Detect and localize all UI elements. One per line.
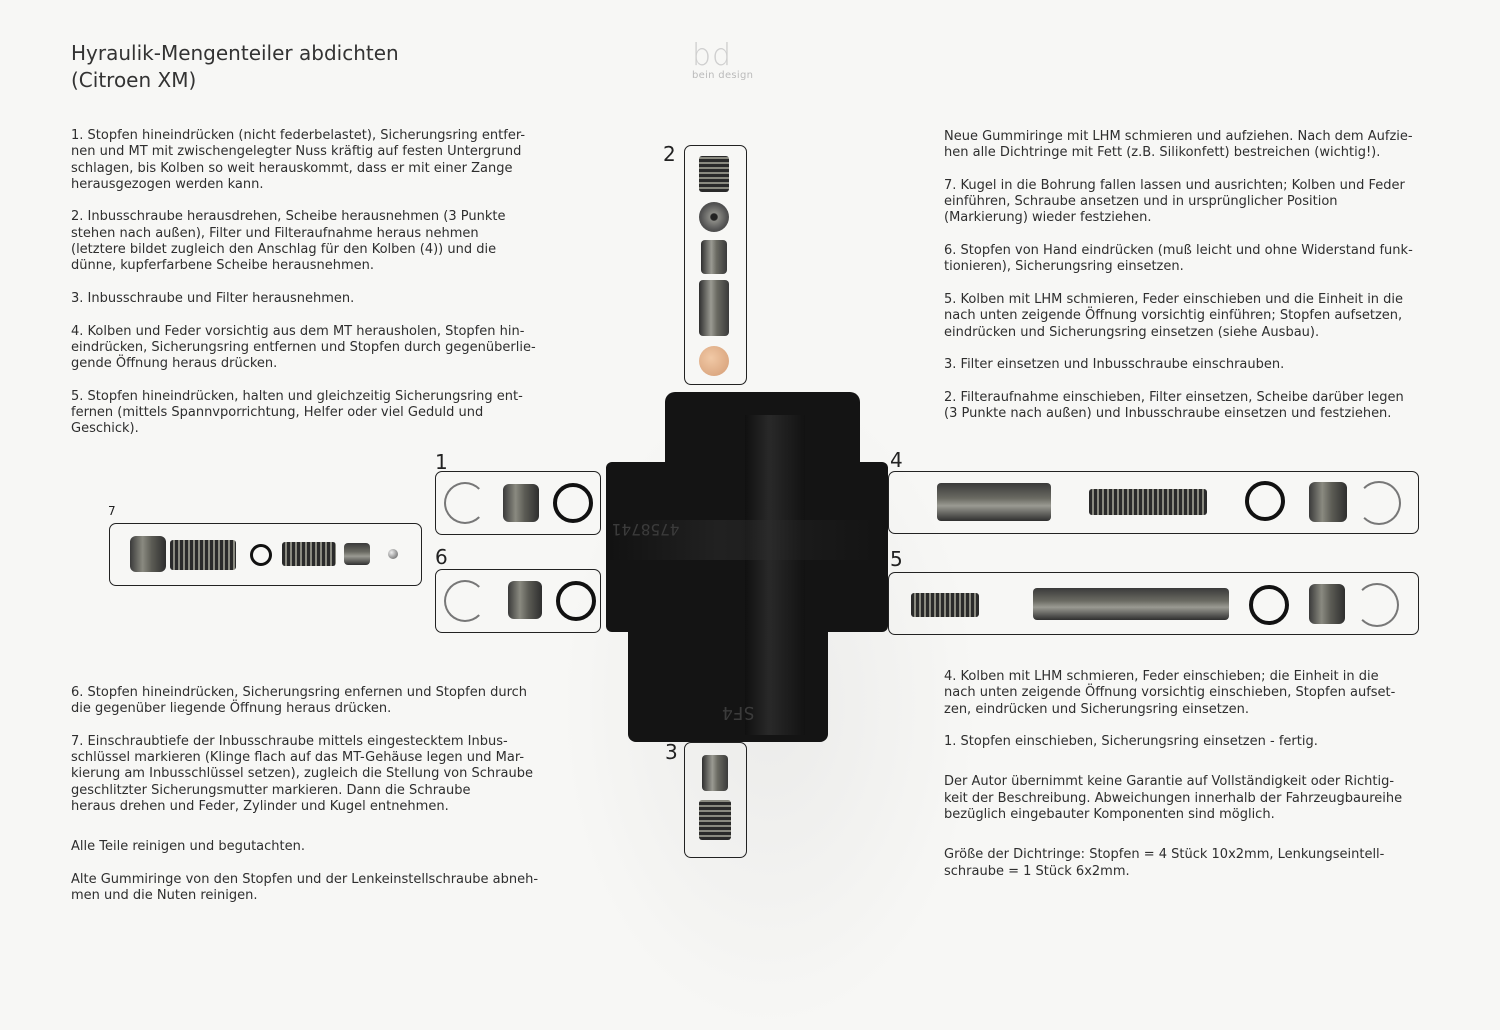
- spring: [911, 593, 979, 617]
- paragraph: Neue Gummiringe mit LHM schmieren und au…: [944, 129, 1413, 161]
- paragraph: 7. Kugel in die Bohrung fallen lassen un…: [944, 177, 1405, 226]
- housing-engraving: SF4: [722, 702, 755, 723]
- washer-disc: [699, 202, 729, 232]
- retaining-ring: [444, 580, 486, 622]
- paragraph: 5. Kolben mit LHM schmieren, Feder einsc…: [944, 291, 1404, 340]
- disassembly-steps-bottom: 6. Stopfen hineindrücken, Sicherungsring…: [71, 685, 571, 921]
- logo-mark: bd: [692, 38, 733, 73]
- paragraph: Größe der Dichtringe: Stopfen = 4 Stück …: [944, 847, 1385, 879]
- slotted-nut: [130, 536, 166, 572]
- paragraph: Alte Gummiringe von den Stopfen und der …: [71, 871, 539, 904]
- paragraph: 4. Kolben mit LHM schmieren, Feder einsc…: [944, 669, 1396, 717]
- housing-highlight: [745, 415, 805, 735]
- adjusting-screw: [170, 540, 236, 570]
- paragraph: 1. Stopfen einschieben, Sicherungsring e…: [944, 734, 1318, 750]
- paragraph: 3. Filter einsetzen und Inbusschraube ei…: [944, 357, 1285, 373]
- parts-box-3: [684, 742, 747, 858]
- copper-washer: [699, 346, 729, 376]
- page-title: Hyraulik-Mengenteiler abdichten (Citroen…: [71, 40, 399, 94]
- parts-box-4: [888, 471, 1419, 534]
- parts-box-2: [684, 145, 747, 385]
- o-ring: [1245, 481, 1285, 521]
- paragraph: 7. Einschraubtiefe der Inbusschraube mit…: [71, 733, 533, 815]
- logo-subtitle: bein design: [692, 70, 754, 81]
- title-line-2: (Citroen XM): [71, 68, 197, 92]
- retaining-ring: [1355, 583, 1399, 627]
- inbus-screw: [699, 800, 731, 840]
- spring: [1089, 489, 1207, 515]
- retaining-ring: [1357, 481, 1401, 525]
- o-ring: [556, 581, 596, 621]
- plug: [1309, 584, 1345, 624]
- parts-box-5: [888, 572, 1419, 635]
- paragraph: 2. Filteraufnahme einschieben, Filter ei…: [944, 389, 1404, 422]
- plug: [508, 581, 542, 619]
- label-6: 6: [435, 545, 448, 569]
- filter: [701, 240, 727, 274]
- plug: [503, 484, 539, 522]
- paragraph: 1. Stopfen hineindrücken (nicht federbel…: [71, 128, 526, 192]
- ball: [388, 549, 398, 559]
- piston: [937, 483, 1051, 521]
- plug: [1309, 482, 1347, 522]
- paragraph: 3. Inbusschraube und Filter herausnehmen…: [71, 290, 355, 306]
- paragraph: 2. Inbusschraube herausdrehen, Scheibe h…: [71, 209, 506, 274]
- o-ring: [553, 483, 593, 523]
- o-ring: [1249, 585, 1289, 625]
- parts-box-7: [109, 523, 422, 586]
- filter: [702, 755, 728, 791]
- assembly-steps-top: Neue Gummiringe mit LHM schmieren und au…: [944, 129, 1449, 439]
- paragraph: 6. Stopfen von Hand eindrücken (muß leic…: [944, 243, 1413, 275]
- paragraph: Alle Teile reinigen und begutachten.: [71, 839, 305, 855]
- parts-box-6: [435, 569, 601, 633]
- logo: bd bein design: [692, 38, 762, 82]
- paragraph: 5. Stopfen hineindrücken, halten und gle…: [71, 388, 523, 437]
- paragraph: 6. Stopfen hineindrücken, Sicherungsring…: [71, 685, 528, 717]
- filter-holder: [699, 280, 729, 336]
- retaining-ring: [444, 482, 486, 524]
- label-1: 1: [435, 450, 448, 474]
- label-7: 7: [108, 504, 116, 518]
- parts-box-1: [435, 471, 601, 535]
- paragraph: 4. Kolben und Feder vorsichtig aus dem M…: [71, 323, 536, 372]
- disassembly-steps-top: 1. Stopfen hineindrücken (nicht federbel…: [71, 128, 571, 454]
- cylinder: [344, 543, 370, 565]
- inbus-screw: [699, 156, 729, 192]
- o-ring: [250, 544, 272, 566]
- housing-highlight: [606, 520, 888, 560]
- housing-engraving: 4758741: [612, 520, 680, 539]
- title-line-1: Hyraulik-Mengenteiler abdichten: [71, 41, 399, 65]
- label-3: 3: [665, 740, 678, 764]
- label-5: 5: [890, 547, 903, 571]
- assembly-steps-bottom: 4. Kolben mit LHM schmieren, Feder einsc…: [944, 669, 1449, 896]
- label-4: 4: [890, 448, 903, 472]
- spring: [282, 542, 336, 566]
- paragraph: Der Autor übernimmt keine Garantie auf V…: [944, 774, 1403, 823]
- label-2: 2: [663, 142, 676, 166]
- piston: [1033, 588, 1229, 620]
